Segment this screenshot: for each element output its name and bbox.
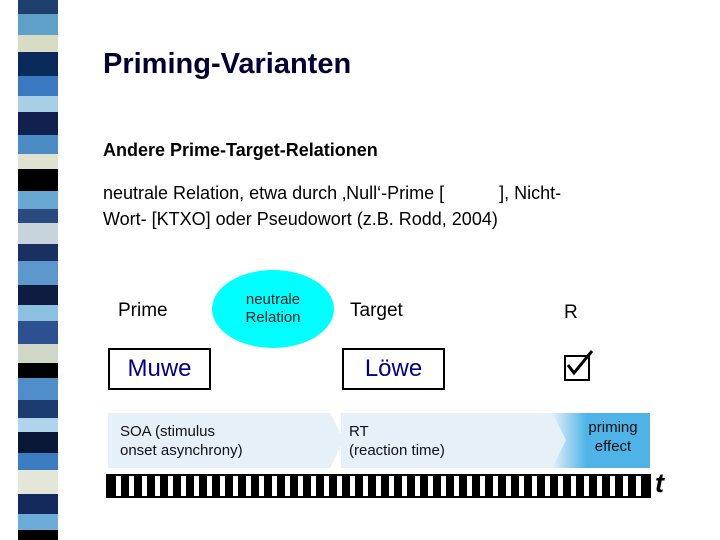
strip-block (18, 76, 58, 96)
response-label: R (564, 302, 578, 323)
strip-block (18, 514, 58, 530)
strip-block (18, 96, 58, 112)
strip-block (18, 35, 58, 52)
decorative-side-strip (0, 0, 64, 540)
prime-word-box: Muwe (108, 348, 211, 390)
prime-word: Muwe (127, 355, 192, 382)
strip-block (18, 0, 58, 14)
body-line-2: Wort- [KTXO] oder Pseudowort (z.B. Rodd,… (103, 209, 498, 229)
soa-phase: SOA (stimulus onset asynchrony) (108, 413, 344, 468)
strip-block (18, 154, 58, 169)
strip-block (18, 244, 58, 261)
strip-block (18, 209, 58, 223)
strip-block (18, 530, 58, 540)
strip-block (18, 14, 58, 35)
strip-block (18, 432, 58, 453)
strip-block (18, 261, 58, 285)
strip-block (18, 453, 58, 470)
relation-line-2: Relation (245, 309, 301, 326)
priming-effect-phase: priming effect (552, 413, 650, 468)
target-word-box: Löwe (342, 348, 445, 390)
slide-subtitle: Andere Prime-Target-Relationen (103, 140, 378, 160)
soa-line-2: onset asynchrony) (120, 442, 243, 459)
strip-block (18, 363, 58, 378)
strip-block (18, 321, 58, 344)
strip-block (18, 418, 58, 432)
strip-block (18, 378, 58, 400)
strip-block (18, 305, 58, 321)
timeline-bar (106, 474, 651, 498)
soa-line-1: SOA (stimulus (120, 423, 216, 440)
relation-line-1: neutrale (245, 291, 301, 308)
checkbox-checked-icon (564, 350, 594, 381)
body-text: neutrale Relation, etwa durch ‚Null‘-Pri… (103, 180, 673, 232)
target-label: Target (350, 300, 403, 321)
strip-block (18, 285, 58, 305)
strip-block (18, 169, 58, 191)
time-axis-label: t (655, 468, 664, 498)
strip-block (18, 112, 58, 135)
strip-block (18, 135, 58, 154)
strip-block (18, 52, 58, 76)
strip-block (18, 344, 58, 363)
priming-line-1: priming (588, 419, 638, 436)
strip-block (18, 223, 58, 244)
target-word: Löwe (364, 355, 423, 382)
body-line-1: neutrale Relation, etwa durch ‚Null‘-Pri… (103, 183, 562, 203)
strip-block (18, 191, 58, 209)
relation-ellipse: neutrale Relation (212, 270, 334, 348)
rt-phase: RT (reaction time) (341, 413, 566, 468)
strip-block (18, 494, 58, 514)
rt-line-1: RT (349, 423, 369, 440)
slide-title: Priming-Varianten (103, 48, 352, 80)
strip-block (18, 470, 58, 494)
priming-line-2: effect (594, 438, 632, 455)
rt-line-2: (reaction time) (349, 442, 445, 459)
strip-block (18, 400, 58, 418)
prime-label: Prime (118, 300, 168, 321)
